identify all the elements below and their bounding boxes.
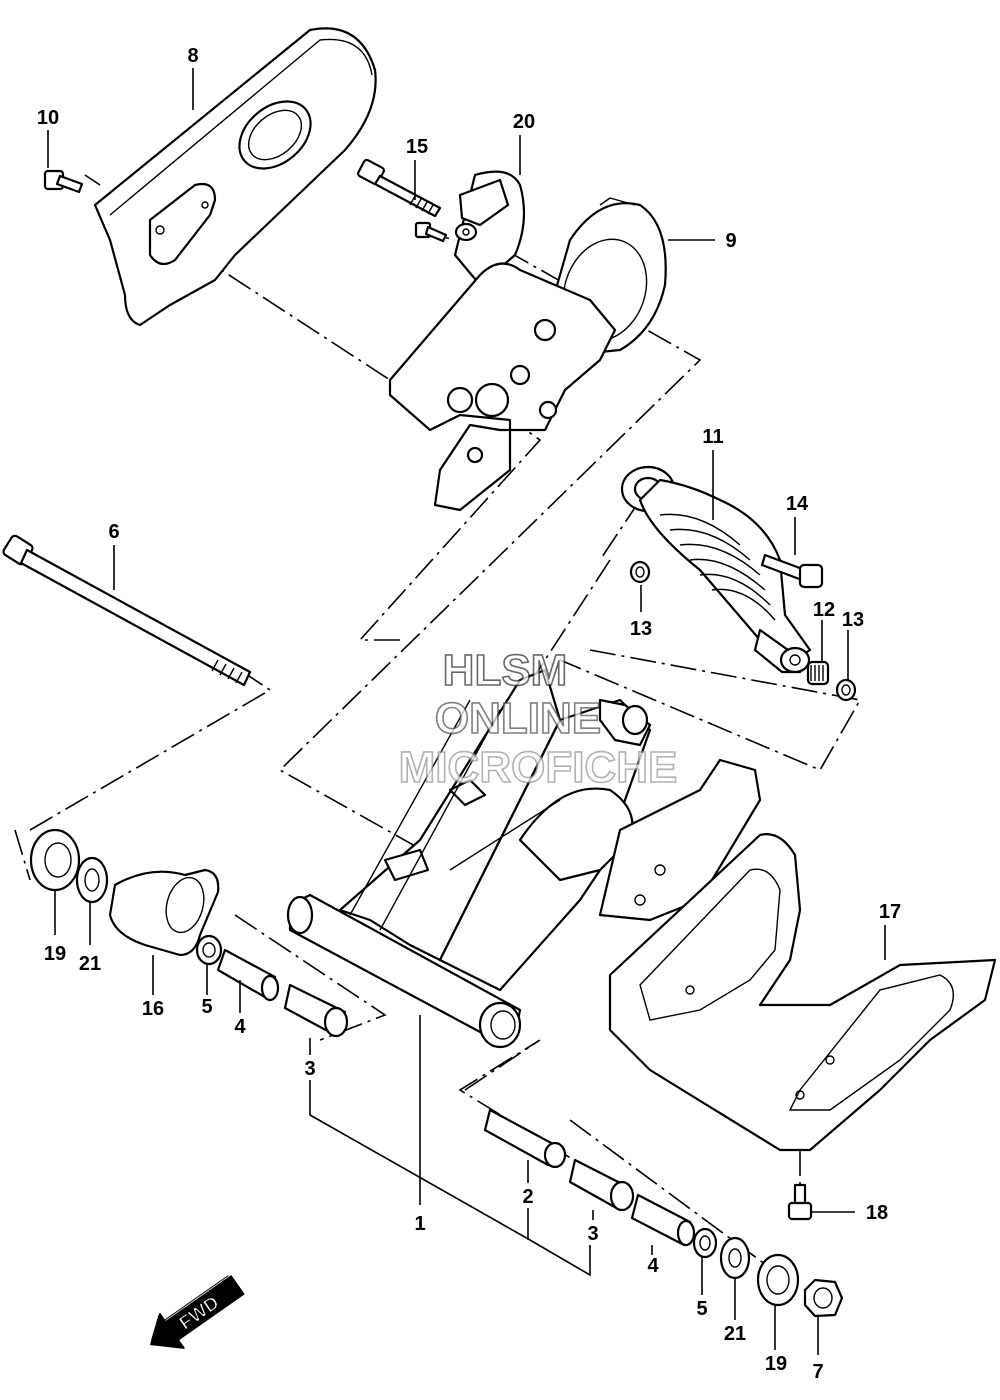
callout-17: 17 bbox=[879, 901, 901, 923]
shock-washer-lower bbox=[835, 678, 857, 702]
ring-left bbox=[195, 934, 223, 966]
callout-14: 14 bbox=[786, 493, 809, 515]
callout-3-right: 3 bbox=[587, 1223, 598, 1245]
callout-16: 16 bbox=[142, 998, 164, 1020]
callout-13-lower: 13 bbox=[842, 609, 864, 631]
callout-13-upper: 13 bbox=[630, 618, 652, 640]
callout-1: 1 bbox=[414, 1213, 425, 1235]
callout-12: 12 bbox=[813, 599, 835, 621]
callout-18: 18 bbox=[866, 1202, 888, 1224]
bearing-left bbox=[283, 983, 349, 1038]
bearing-right bbox=[568, 1158, 635, 1212]
callout-5-right: 5 bbox=[696, 1298, 707, 1320]
callout-5-left: 5 bbox=[201, 996, 212, 1018]
small-bolt bbox=[414, 221, 448, 243]
cushion-plate bbox=[453, 170, 526, 287]
bushing-right bbox=[630, 1193, 696, 1247]
shock-washer-upper bbox=[629, 560, 651, 584]
leader-lines bbox=[47, 68, 886, 1355]
callout-20: 20 bbox=[513, 111, 535, 133]
callout-21-right: 21 bbox=[724, 1323, 746, 1345]
callout-9: 9 bbox=[725, 230, 736, 252]
dust-seal-right bbox=[756, 1253, 800, 1307]
skid-plate-bolt bbox=[787, 1183, 813, 1221]
ring-right bbox=[692, 1227, 718, 1259]
callout-15: 15 bbox=[406, 136, 428, 158]
bushing-left bbox=[216, 948, 280, 1002]
watermark: HLSM ONLINE MICROFICHE bbox=[398, 645, 678, 793]
callout-6: 6 bbox=[108, 521, 119, 543]
callout-10: 10 bbox=[37, 107, 59, 129]
skid-plate bbox=[608, 833, 997, 1152]
watermark-line-3: MICROFICHE bbox=[399, 743, 678, 792]
callout-7: 7 bbox=[812, 1361, 823, 1383]
dust-seal-left bbox=[29, 828, 81, 892]
callout-8: 8 bbox=[187, 45, 198, 67]
cover-bolt bbox=[43, 169, 84, 194]
callout-4-right: 4 bbox=[647, 1255, 659, 1277]
washer-left bbox=[75, 856, 109, 904]
pivot-shaft bbox=[2, 534, 252, 687]
chain-guide-bracket bbox=[388, 262, 617, 512]
watermark-line-1: HLSM bbox=[443, 646, 568, 695]
shock-bolt bbox=[760, 553, 824, 589]
forward-arrow-icon bbox=[150, 1275, 245, 1349]
shock-collar bbox=[806, 660, 830, 686]
swingarm bbox=[286, 668, 762, 1049]
callout-3-left: 3 bbox=[304, 1058, 315, 1080]
forward-direction-badge: FWD bbox=[150, 1275, 245, 1349]
callout-2: 2 bbox=[522, 1186, 533, 1208]
chain-bracket bbox=[108, 868, 220, 957]
washer-right bbox=[719, 1236, 751, 1280]
chain-case-cover bbox=[93, 27, 377, 327]
center-collar bbox=[483, 1108, 567, 1169]
rear-shock-absorber bbox=[620, 465, 812, 674]
callout-21-left: 21 bbox=[79, 953, 101, 975]
callout-19-right: 19 bbox=[765, 1353, 787, 1375]
callout-11: 11 bbox=[702, 426, 723, 448]
nut bbox=[803, 1278, 844, 1318]
callout-4-left: 4 bbox=[234, 1016, 246, 1038]
long-bolt bbox=[357, 158, 442, 218]
callout-numbers: 8 20 10 15 9 6 11 14 13 12 13 17 18 19 2… bbox=[37, 45, 901, 1383]
callout-19-left: 19 bbox=[44, 943, 66, 965]
watermark-line-2: ONLINE bbox=[435, 694, 601, 743]
